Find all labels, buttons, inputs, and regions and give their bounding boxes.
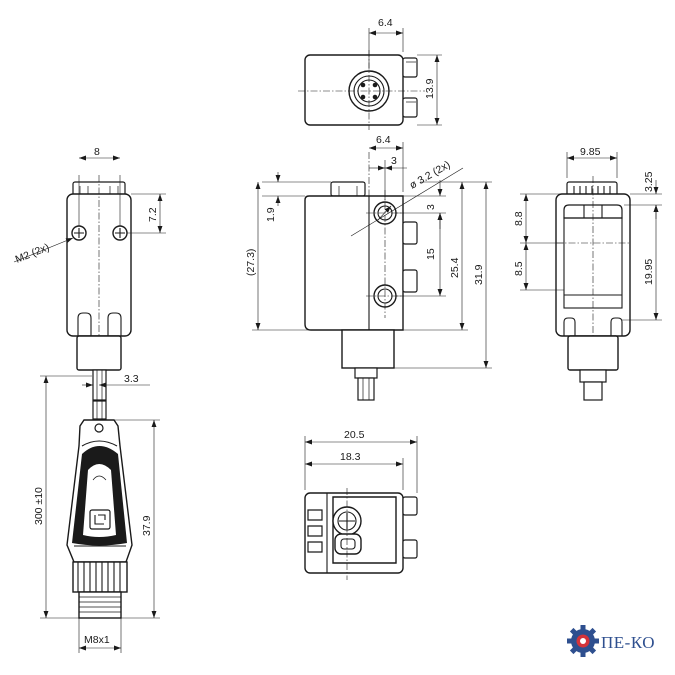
dim-8-8: 8.8: [513, 211, 525, 226]
top-view: 6.4 13.9: [298, 17, 442, 130]
dim-25-4: 25.4: [449, 257, 461, 278]
dim-18-3: 18.3: [340, 451, 361, 463]
dim-8: 8: [94, 146, 100, 158]
dim-9-85: 9.85: [580, 146, 601, 158]
dim-300: 300 ±10: [33, 487, 45, 525]
dim-6-4-front: 6.4: [376, 134, 391, 146]
dim-6-4-top: 6.4: [378, 17, 393, 29]
gear-icon: [567, 625, 599, 657]
dim-3-front-side: 3: [425, 204, 437, 210]
dim-hole-dia: ø 3.2 (2x): [408, 159, 453, 192]
dim-37-9: 37.9: [141, 515, 153, 536]
dim-7-2: 7.2: [147, 207, 159, 222]
connector-side-view: 3.3 M8x1 300 ±10 37.9: [33, 373, 160, 653]
dim-27-3: (27.3): [245, 249, 257, 276]
dim-8-5: 8.5: [513, 261, 525, 276]
dim-m8x1: M8x1: [84, 634, 110, 646]
dim-19-95: 19.95: [643, 259, 655, 285]
dim-15: 15: [425, 248, 437, 260]
dim-3-front-top: 3: [391, 155, 397, 167]
dim-1-9: 1.9: [265, 207, 277, 222]
dim-3-3: 3.3: [124, 373, 139, 385]
dim-13-9: 13.9: [424, 78, 436, 99]
logo-text: ПЕ-КО: [601, 633, 656, 652]
dim-3-25: 3.25: [643, 171, 655, 192]
front-view: 6.4 3 ø 3.2 (2x) 3 1.9 (27.3) 15 25.4 31…: [245, 134, 492, 401]
right-view: 9.85 3.25 8.8 8.5 19.95: [513, 146, 662, 401]
dim-20-5: 20.5: [344, 429, 365, 441]
dim-m2-thread: M2 (2x): [14, 241, 51, 265]
dim-31-9: 31.9: [473, 264, 485, 285]
left-view: 8 7.2 M2 (2x): [14, 146, 166, 401]
bottom-view: 20.5 18.3: [304, 429, 418, 580]
